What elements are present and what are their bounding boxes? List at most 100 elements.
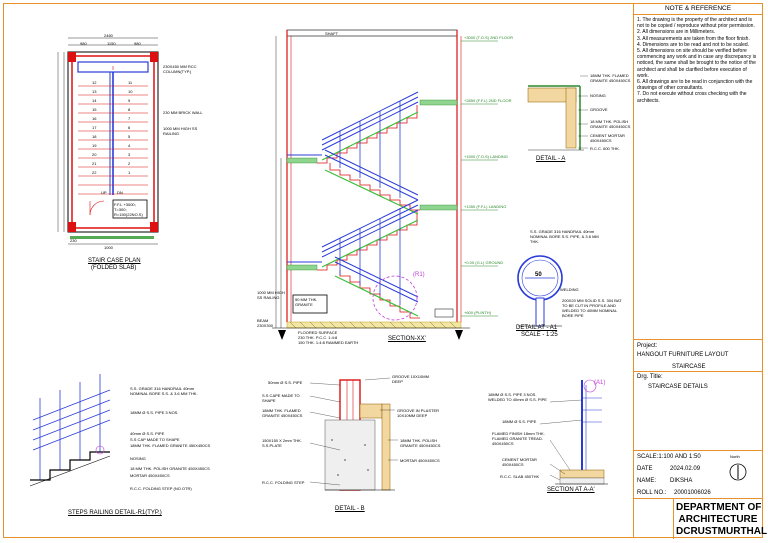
detail-a1 — [517, 255, 563, 327]
detail-a — [527, 75, 588, 151]
drawing-title-value: STAIRCASE DETAILS — [648, 384, 708, 390]
plan-callout: F.F.L +3000; T=300; R=150(22NO.S) — [114, 202, 143, 217]
section-xx — [272, 29, 498, 340]
detail-b-left-4: 150X150 X 2mm THK. S.S.PLATE — [262, 438, 302, 448]
step-number: 21 — [92, 161, 97, 166]
roll-value: 20001006026 — [674, 490, 711, 496]
step-number: 4 — [128, 143, 131, 148]
date-label: DATE — [637, 466, 653, 472]
logo-box — [634, 499, 674, 539]
plan-dn: DN — [117, 190, 123, 195]
level-3: +1500 (T.O.S) LANDING — [464, 154, 508, 159]
stair-plan — [57, 37, 159, 245]
detail-a1-note-3: 200X20 MM SOLID S.S. 304 BAT TO BE CUT I… — [562, 298, 622, 318]
meta-block: SCALE:1:100 AND 1:50 DATE 2024.02.09 NAM… — [634, 450, 762, 498]
plan-dim-a: 980 — [80, 41, 87, 46]
detail-a1-dim: 50 — [535, 272, 542, 278]
r1-marker: (R1) — [413, 272, 425, 278]
level-1: +3000 (T.O.S) 2ND FLOOR — [464, 35, 514, 40]
detail-a-note-6: R.C.C. 600 THK. — [590, 146, 620, 151]
step-number: 5 — [128, 134, 131, 139]
section-note-pcc: 230 THK. P.C.C. 1:4:8 — [298, 335, 338, 340]
project-name: HANGOUT FURNITURE LAYOUT — [637, 352, 729, 358]
railing-title: STEPS RAILING DETAIL-R1(TYP.) — [68, 510, 162, 516]
plan-note-column: 230X450 MM RCC COLUMN(TYP.) — [163, 64, 197, 74]
step-number: 12 — [92, 80, 97, 85]
level-2: +2850 (F.F.L) 2ND FLOOR — [464, 98, 512, 103]
plan-dim-b: 1150 — [107, 41, 116, 46]
detail-b-right-2: GROOVE IN PLASTER 10X10MM DEEP — [397, 408, 440, 418]
sheet-border — [3, 3, 763, 538]
detail-a-note-3: GROOVE — [590, 107, 608, 112]
detail-a1-note-2: WELDING — [560, 287, 579, 292]
detail-b-left-2: S.S CAPE MADE TO SHAPE — [262, 393, 300, 403]
plan-note-railing: 1000 MM HIGH SS RAILING — [163, 126, 198, 136]
railing-note-1: S.S. GRADE 316 HANDRAIL 40mm NOMINAL BOR… — [130, 386, 198, 396]
step-number: 7 — [128, 116, 131, 121]
detail-a-note-5: CEMENT MORTAR 450X450CS — [590, 133, 625, 143]
detail-b-left-5: R.C.C. FOLDING STEP — [262, 480, 305, 485]
note-item: 2. All dimensions are in Millimeters. — [637, 29, 716, 36]
detail-b — [309, 377, 398, 491]
scale-text: SCALE:1:100 AND 1:50 — [637, 454, 701, 460]
project-block: Project: HANGOUT FURNITURE LAYOUT STAIRC… — [634, 339, 762, 371]
detail-b-left-3: 18MM THK. FLAMED GRANITE 450X450CS — [262, 408, 303, 418]
step-number: 14 — [92, 98, 97, 103]
detail-a1-scale: SCALE - 1:25 — [521, 332, 558, 338]
section-aa-note-4: CEMENT MORTAR 450X450CS — [502, 457, 537, 467]
detail-a-note-2: NOSING — [590, 93, 606, 98]
a1-marker: (A1) — [594, 380, 606, 386]
railing-note-8: MORTAR 450X450CS — [130, 473, 170, 478]
plan-up: UP — [101, 190, 107, 195]
name-label: NAME: — [637, 478, 657, 484]
section-note-beam: BEAM 230X300 — [257, 318, 274, 328]
north-arrow-icon — [729, 463, 747, 481]
plan-title: STAIR CASE PLAN — [88, 258, 141, 264]
railing-note-7: 18 MM THK. POLISH GRANITE 450X450CS — [130, 466, 210, 471]
railing-note-6: NOSING — [130, 456, 146, 461]
step-number: 10 — [128, 89, 133, 94]
project-sub: STAIRCASE — [672, 364, 706, 370]
railing-note-4: S.S CAP MADE TO SHAPE — [130, 437, 180, 442]
section-aa-note-1: 18MM Ø S.S. PIPE 3 NOS. WELDED TO 40mm Ø… — [488, 392, 547, 402]
dept-line-1: DEPARTMENT OF — [676, 502, 762, 513]
plan-dim-c: 980 — [134, 41, 141, 46]
step-number: 11 — [128, 80, 133, 85]
drawing-title-block: Drg. Title: STAIRCASE DETAILS — [634, 371, 762, 397]
detail-b-right-3: 18MM THK. POLISH GRANITE 450X450CS — [400, 438, 441, 448]
detail-a1-title: DETAIL AT - A1 — [516, 325, 558, 331]
step-number: 16 — [92, 116, 97, 121]
step-number: 20 — [92, 152, 97, 157]
note-item: 4. Dimensions are to be read and not to … — [637, 41, 750, 48]
section-aa — [539, 379, 608, 485]
note-item: 7. Do not execute without cross checking… — [637, 91, 747, 104]
level-5: +0.00 (G.L) GROUND — [464, 260, 504, 265]
detail-a-title: DETAIL - A — [536, 156, 566, 162]
step-number: 9 — [128, 98, 131, 103]
section-aa-note-5: R.C.C. SLAB 450THK — [500, 474, 540, 479]
section-note-earth: 150 THK. 1:4:8 RAMMED EARTH — [298, 340, 359, 345]
section-aa-note-3: FLAMED FINISH 18mm THK. FLAMED GRANITE T… — [492, 431, 545, 446]
step-number: 19 — [92, 143, 97, 148]
notes-list: 1. The drawing is the property of the ar… — [637, 17, 759, 104]
section-note-shaft: SHAFT — [325, 31, 339, 36]
step-number: 17 — [92, 125, 97, 130]
section-aa-title: SECTION AT A-A' — [547, 487, 595, 493]
section-note-granite: 50 MM THK. GRANITE — [295, 297, 318, 307]
detail-b-right-1: GROOVE 10X10MM DEEP — [392, 374, 429, 384]
dept-line-3: DCRUSTMURTHAL — [676, 526, 768, 537]
railing-note-2: 18MM Ø S.S. PIPE 3 NOS. — [130, 410, 179, 415]
section-xx-title: SECTION-XX' — [388, 336, 426, 342]
step-number: 18 — [92, 134, 97, 139]
step-number: 8 — [128, 107, 131, 112]
section-aa-note-2: 18MM Ø S.S. PIPE — [502, 419, 537, 424]
title-block: NOTE & REFERENCE 1. The drawing is the p… — [633, 3, 768, 539]
step-number: 15 — [92, 107, 97, 112]
step-number: 3 — [128, 152, 131, 157]
dept-line-2: ARCHITECTURE — [678, 514, 758, 525]
detail-a-note-4: 18 MM THK. POLISH GRANITE 450X450CS — [590, 119, 631, 129]
name-value: DIKSHA — [670, 478, 693, 484]
detail-b-left-1: 50mm Ø S.S. PIPE — [268, 380, 303, 385]
